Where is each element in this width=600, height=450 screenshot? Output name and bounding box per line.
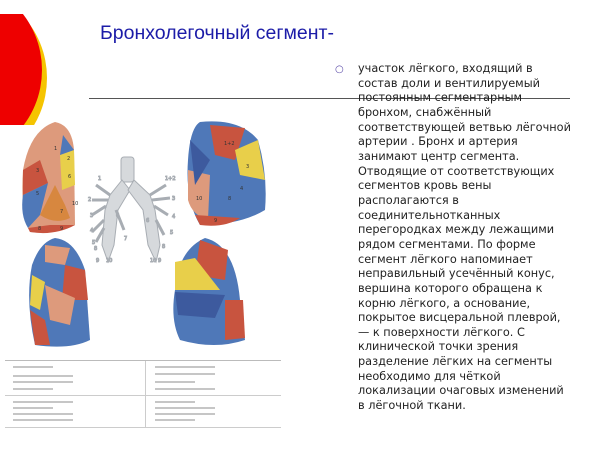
segment-label: 9	[96, 258, 99, 264]
segment-label: 6	[146, 218, 149, 224]
table-text-line	[13, 381, 73, 383]
segment-label: 2	[88, 197, 91, 203]
segment-label: 3	[90, 213, 93, 219]
segment-label: 3	[246, 164, 249, 170]
segment-label: 7	[60, 209, 63, 215]
table-text-line	[155, 419, 195, 421]
segment-label: 8	[228, 196, 231, 202]
segment-label: 1	[98, 176, 101, 182]
slide-title: Бронхолегочный сегмент-	[100, 22, 334, 44]
segment-label: 3	[36, 168, 39, 174]
right-lung-medial	[29, 238, 91, 347]
table-text-line	[13, 413, 73, 415]
segment-label: 6	[68, 174, 71, 180]
segment-label: 10	[72, 201, 78, 207]
table-text-line	[13, 388, 53, 390]
segment-label: 1+2	[224, 141, 235, 147]
segment-label: 4	[240, 186, 243, 192]
table-text-line	[155, 407, 215, 409]
slide-body-text: участок лёгкого, входящий в состав доли …	[358, 62, 571, 413]
table-text-line	[13, 401, 73, 403]
segment-label: 5	[36, 191, 39, 197]
segment-label: 5	[170, 230, 173, 236]
table-text-line	[155, 388, 215, 390]
table-text-line	[155, 401, 195, 403]
segment-label: 10	[196, 196, 202, 202]
segment-classification-table	[5, 360, 281, 428]
divider-line	[89, 98, 570, 99]
segment-label: 8	[94, 246, 97, 252]
segment-label: 4	[90, 228, 93, 234]
right-lung-lateral: 1 2 3 6 5 7 10 8 9	[22, 122, 78, 234]
segment-label: 4	[172, 214, 175, 220]
segment-label: 10	[106, 258, 112, 264]
segment-label: 5	[92, 240, 95, 246]
left-lung-lateral: 1+2 3 4 10 8 9	[187, 121, 266, 226]
segment-label: 2	[67, 156, 70, 162]
table-text-line	[155, 413, 215, 415]
table-text-line	[13, 375, 73, 377]
table-text-line	[13, 407, 53, 409]
segment-label: 3	[172, 196, 175, 202]
segment-label: 9	[60, 226, 63, 232]
segment-label: 1+2	[165, 176, 176, 182]
segment-label: 8	[38, 226, 41, 232]
segment-label: 10	[150, 258, 156, 264]
hollow-circle-bullet-icon: ○	[335, 64, 344, 75]
table-text-line	[13, 419, 73, 421]
table-text-line	[155, 366, 215, 368]
segment-label: 9	[158, 258, 161, 264]
left-lung-medial	[173, 238, 245, 345]
table-text-line	[155, 373, 215, 375]
segment-label: 6	[116, 213, 119, 219]
decorative-circle-shape	[0, 0, 60, 125]
segment-label: 7	[124, 236, 127, 242]
table-text-line	[13, 366, 53, 368]
table-text-line	[155, 381, 195, 383]
segment-label: 9	[214, 218, 217, 224]
segment-label: 8	[162, 244, 165, 250]
segment-label: 1	[54, 146, 57, 152]
